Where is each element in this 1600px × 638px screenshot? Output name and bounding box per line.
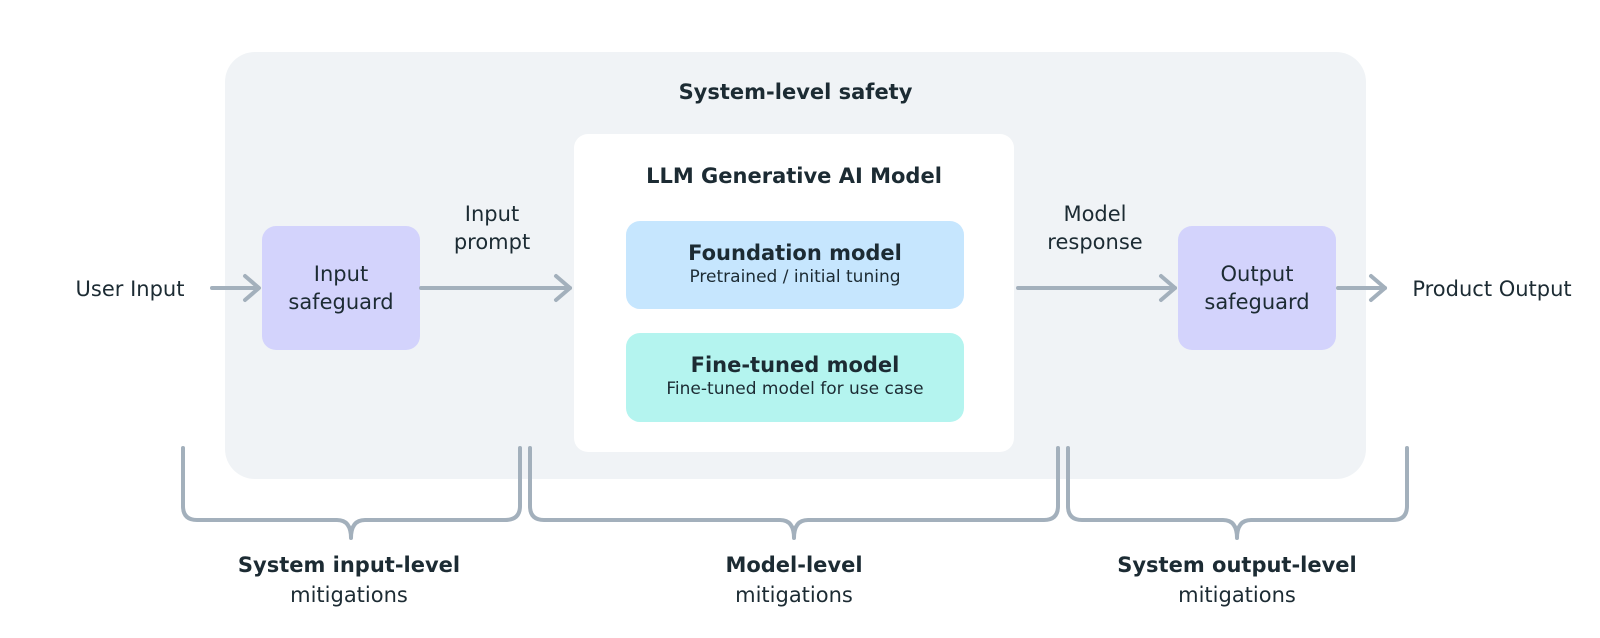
model-response-label: Model response [1035,200,1155,256]
user-input-label: User Input [75,277,185,301]
arrowhead-input-safeguard-to-model [554,274,572,302]
product-output-label: Product Output [1412,277,1572,301]
arrowhead-user-to-input-safeguard [243,274,261,302]
mitigation-title: Model-level [725,553,863,577]
input-prompt-label: Input prompt [437,200,547,256]
arrowhead-model-to-output-safeguard [1159,274,1177,302]
bracket-model-level [528,446,1060,540]
mitigation-title: System output-level [1117,553,1357,577]
foundation-model-title: Foundation model [688,241,902,265]
foundation-model-card: Foundation model Pretrained / initial tu… [626,221,964,309]
system-output-level-mitigations: System output-level mitigations [1097,550,1377,610]
output-safeguard-label: Output safeguard [1204,262,1310,314]
fine-tuned-model-card: Fine-tuned model Fine-tuned model for us… [626,333,964,422]
input-safeguard-box: Input safeguard [262,226,420,350]
bracket-system-output-level [1066,446,1409,540]
mitigation-subtitle: mitigations [1178,583,1296,607]
foundation-model-subtitle: Pretrained / initial tuning [689,267,901,287]
input-prompt-text: Input prompt [453,202,531,254]
bracket-system-input-level [181,446,522,540]
arrowhead-output-safeguard-to-product [1369,274,1387,302]
input-safeguard-label: Input safeguard [288,262,394,314]
output-safeguard-box: Output safeguard [1178,226,1336,350]
system-input-level-mitigations: System input-level mitigations [209,550,489,610]
system-level-safety-title: System-level safety [678,80,913,104]
llm-model-title: LLM Generative AI Model [646,164,942,188]
mitigation-title: System input-level [237,553,461,577]
model-response-text: Model response [1047,202,1143,254]
model-level-mitigations: Model-level mitigations [654,550,934,610]
fine-tuned-model-title: Fine-tuned model [690,353,900,377]
fine-tuned-model-subtitle: Fine-tuned model for use case [666,379,924,399]
mitigation-subtitle: mitigations [735,583,853,607]
mitigation-subtitle: mitigations [290,583,408,607]
